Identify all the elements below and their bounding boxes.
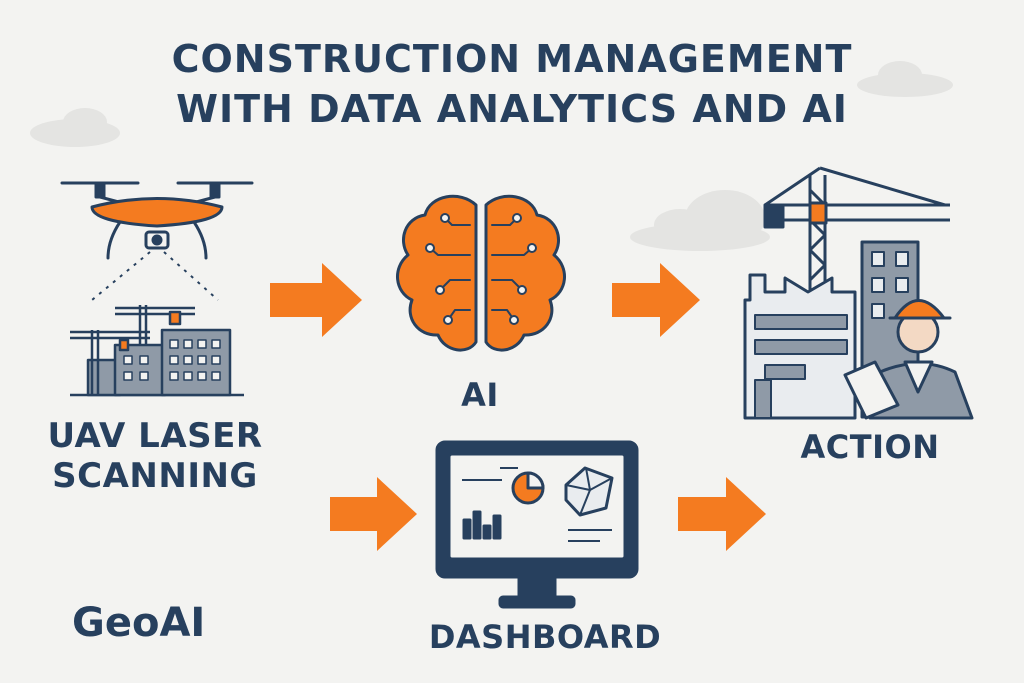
- tower-crane-icon: [763, 166, 950, 300]
- monitor-dashboard-icon: [435, 440, 639, 609]
- arrow-right-icon: [330, 477, 417, 551]
- ai-label: AI: [461, 376, 499, 414]
- uav-label: UAV LASER SCANNING: [30, 416, 280, 496]
- arrow-right-icon: [612, 263, 700, 337]
- dashboard-label: DASHBOARD: [428, 618, 662, 656]
- laser-scan-lines: [91, 251, 219, 301]
- cloud-decoration: [30, 61, 953, 251]
- title-line-1: CONSTRUCTION MANAGEMENT: [171, 37, 853, 81]
- brand-logo-text: GeoAI: [72, 600, 206, 646]
- action-label: ACTION: [800, 428, 940, 466]
- uav-label-line-2: SCANNING: [52, 456, 258, 496]
- construction-site-icon: [70, 305, 244, 397]
- title-line-2: WITH DATA ANALYTICS AND AI: [176, 87, 848, 131]
- page-title: CONSTRUCTION MANAGEMENT WITH DATA ANALYT…: [0, 34, 1024, 134]
- uav-label-line-1: UAV LASER: [47, 416, 263, 456]
- arrow-right-icon: [270, 263, 362, 337]
- construction-worker-icon: [843, 299, 974, 420]
- drone-icon: [60, 181, 254, 260]
- arrow-right-icon: [678, 477, 766, 551]
- brain-circuit-icon: [396, 194, 566, 352]
